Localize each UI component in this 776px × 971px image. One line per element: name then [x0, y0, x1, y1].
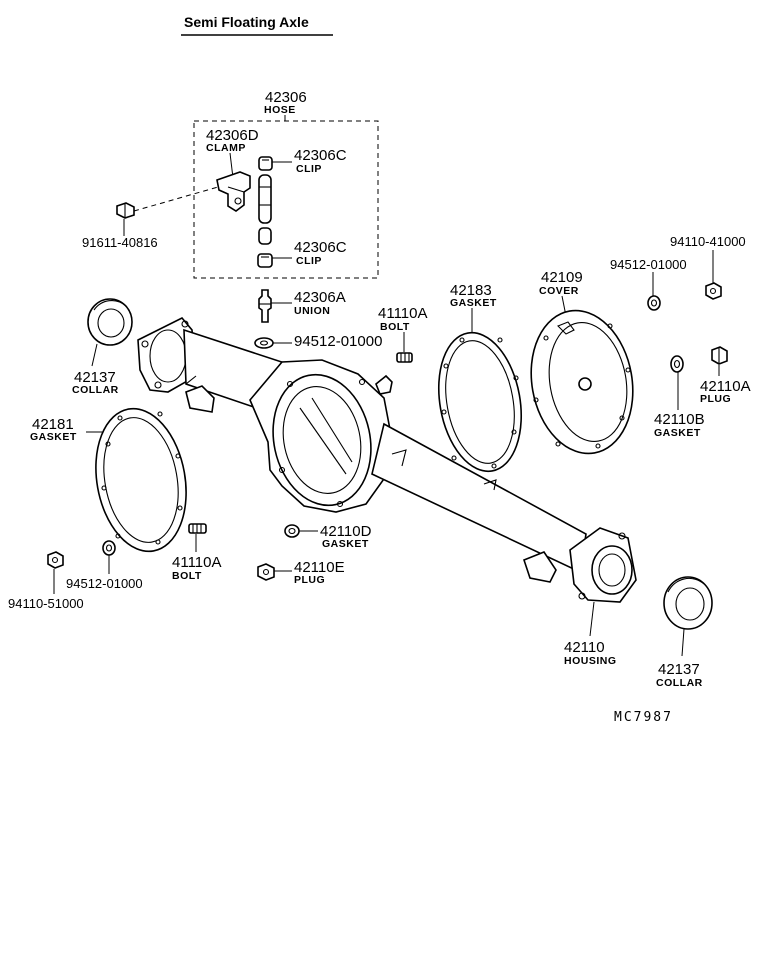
clip-top-name: CLIP: [296, 163, 322, 175]
axle-housing-part: [137, 317, 637, 603]
gasket-42110d-part: [284, 524, 300, 538]
washer-94512-right-part: [647, 295, 661, 311]
washer-94512-right-number: 94512-01000: [610, 257, 687, 272]
union-part: [258, 289, 272, 323]
bolt-41110a-top-name: BOLT: [380, 321, 410, 333]
hose-group-number: 42306: [265, 89, 307, 106]
gasket-42181-name: GASKET: [30, 431, 77, 443]
clip-top-part: [258, 156, 273, 171]
washer-94512-bottom-part: [102, 540, 116, 556]
cover-42109-part: [530, 309, 634, 455]
collar-right-part: [663, 576, 713, 630]
washer-94512-top-part: [254, 337, 274, 349]
bolt-41110a-bottom-part: [188, 523, 207, 534]
collar-left-leader: [91, 343, 98, 367]
clip-bottom-part: [257, 253, 273, 268]
nut-94110-51000-number: 94110-51000: [8, 596, 84, 611]
plug-42110a-part: [711, 346, 728, 365]
collar-right-name: COLLAR: [656, 677, 703, 689]
collar-right-leader: [681, 628, 685, 657]
plug-42110e-part: [257, 563, 275, 581]
reference-code: MC7987: [614, 710, 673, 725]
gasket-42110d-number: 42110D: [320, 523, 372, 540]
collar-left-number: 42137: [74, 369, 116, 386]
collar-left-part: [87, 298, 133, 346]
gasket-42110b-name: GASKET: [654, 427, 701, 439]
cover-42109-name: COVER: [539, 285, 579, 297]
plug-42110e-name: PLUG: [294, 574, 325, 586]
collar-left-name: COLLAR: [72, 384, 119, 396]
bolt-41110a-top-number: 41110A: [378, 305, 428, 322]
gasket-42183-name: GASKET: [450, 297, 497, 309]
housing-42110-name: HOUSING: [564, 655, 617, 667]
clip-bottom-name: CLIP: [296, 255, 322, 267]
nut-94110-51000-part: [47, 551, 64, 569]
gasket-42110b-part: [670, 355, 684, 373]
clamp-part: [216, 171, 251, 212]
gasket-42181-number: 42181: [32, 416, 74, 433]
housing-42110-number: 42110: [564, 639, 605, 656]
cover-42109-number: 42109: [541, 269, 583, 286]
nut-94110-41000-number: 94110-41000: [670, 234, 746, 249]
gasket-42183-part: [437, 331, 523, 473]
hose-part: [258, 174, 272, 245]
nut-94110-41000-part: [705, 282, 722, 300]
clamp-name: CLAMP: [206, 142, 246, 154]
bolt-91611-number: 91611-40816: [82, 235, 158, 250]
hose-group-box: [193, 120, 379, 279]
bolt-41110a-bottom-number: 41110A: [172, 554, 222, 571]
bolt-91611-dashed-line: [133, 186, 219, 212]
bolt-41110a-bottom-name: BOLT: [172, 570, 202, 582]
gasket-42110d-name: GASKET: [322, 538, 369, 550]
gasket-42110b-number: 42110B: [654, 411, 705, 428]
plug-42110a-number: 42110A: [700, 378, 751, 395]
gasket-42181-part: [95, 407, 187, 553]
diagram-title: Semi Floating Axle: [184, 14, 309, 30]
housing-42110-leader: [589, 601, 595, 637]
clip-top-number: 42306C: [294, 147, 347, 164]
collar-right-number: 42137: [658, 661, 700, 678]
hose-group-name: HOSE: [264, 104, 296, 116]
plug-42110e-number: 42110E: [294, 559, 345, 576]
bolt-91611-part: [116, 202, 135, 219]
bolt-41110a-top-part: [396, 352, 413, 363]
washer-94512-top-number: 94512-01000: [294, 333, 382, 350]
clip-bottom-number: 42306C: [294, 239, 347, 256]
gasket-42183-number: 42183: [450, 282, 492, 299]
plug-42110a-name: PLUG: [700, 393, 731, 405]
union-number: 42306A: [294, 289, 346, 306]
washer-94512-bottom-number: 94512-01000: [66, 576, 143, 591]
union-name: UNION: [294, 305, 330, 317]
clamp-number: 42306D: [206, 127, 259, 144]
